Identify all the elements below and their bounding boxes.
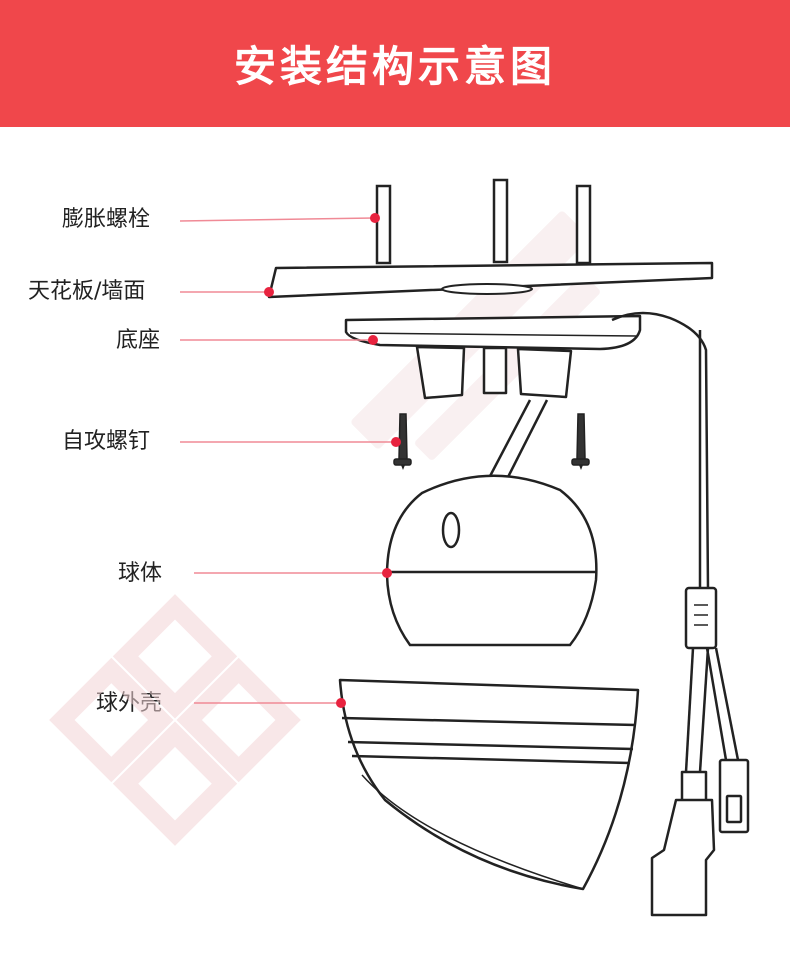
- self-tapping-screws: [393, 413, 590, 471]
- ball-body: [385, 399, 598, 647]
- label-base: 底座: [116, 328, 161, 353]
- callout-leaders: [179, 217, 395, 704]
- label-ceiling-wall: 天花板/墙面: [28, 279, 146, 304]
- label-self-tapping-screws: 自攻螺钉: [62, 429, 151, 454]
- camera-cable: [650, 330, 750, 917]
- page-title: 安装结构示意图: [233, 42, 556, 91]
- expansion-bolts: [375, 178, 592, 265]
- callout-dots: [264, 213, 401, 708]
- label-expansion-bolts: 膨胀螺栓: [62, 207, 151, 232]
- ceiling-plate: [267, 261, 714, 299]
- label-ball-body: 球体: [118, 561, 163, 586]
- header-banner: 安装结构示意图: [0, 0, 790, 127]
- ball-shell: [338, 678, 640, 891]
- camera-base: [344, 311, 710, 591]
